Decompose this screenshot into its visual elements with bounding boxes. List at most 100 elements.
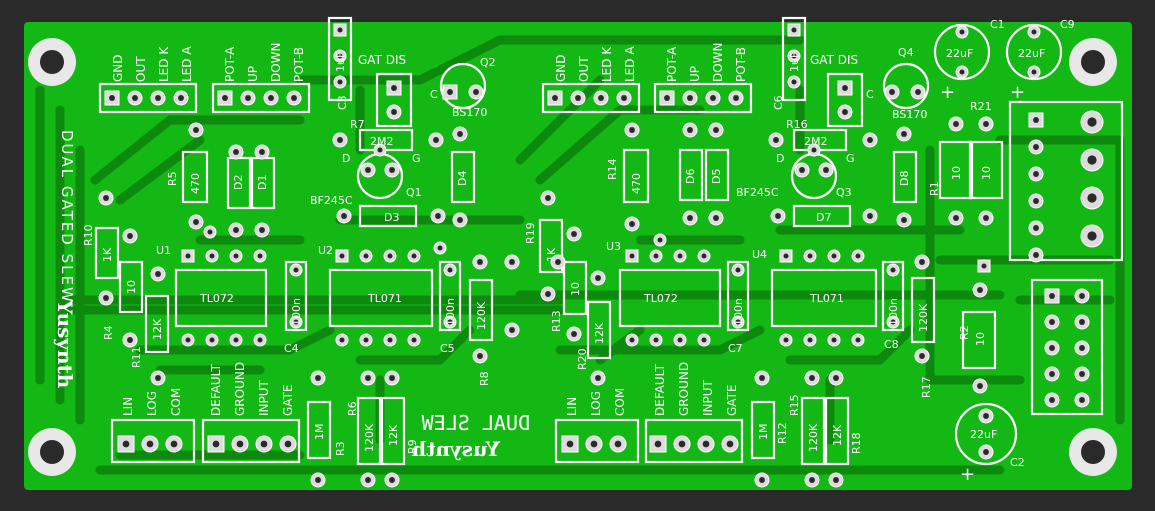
pad-hole (259, 149, 265, 155)
pad-hole (1079, 397, 1085, 403)
pad-hole (654, 440, 662, 448)
pad-hole (773, 137, 779, 143)
pad-hole (447, 319, 453, 325)
pad-hole (433, 137, 439, 143)
pad-hole (855, 253, 861, 259)
r18-label: R18 (850, 432, 863, 454)
pad-hole (595, 275, 601, 281)
pad-hole (545, 195, 551, 201)
val-c4: 100n (290, 298, 303, 326)
pad-hole (809, 477, 815, 483)
pad-hole (983, 449, 989, 455)
val-r18: 12K (831, 424, 844, 446)
pad-hole (132, 95, 138, 101)
pad-hole (713, 215, 719, 221)
pad-hole (315, 375, 321, 381)
pad-hole (807, 253, 813, 259)
q2-c: C (430, 88, 438, 101)
label-gnd-2: GND (554, 54, 568, 82)
r2-label: R2 (958, 325, 971, 340)
q3-g: G (846, 152, 855, 165)
val-c2: 22uF (970, 428, 997, 441)
label-down-2: DOWN (711, 42, 725, 82)
pad-hole (363, 337, 369, 343)
pad-hole (315, 477, 321, 483)
pad-hole (889, 89, 895, 95)
pad-hole (614, 440, 622, 448)
pad-hole (783, 253, 789, 259)
val-r3: 1M (313, 424, 326, 441)
q2-label: Q2 (480, 56, 496, 69)
val-r7: 2M2 (370, 135, 394, 148)
pad-hole (170, 440, 178, 448)
val-r11: 12K (151, 318, 164, 340)
label-leda-1: LED A (180, 46, 194, 82)
r4-label: R4 (102, 325, 115, 340)
plus-c2: + (960, 464, 975, 485)
pad-hole (664, 95, 670, 101)
pad-hole (735, 319, 741, 325)
r16-label: R16 (786, 118, 808, 131)
pad-hole (566, 440, 574, 448)
pad-hole (122, 440, 130, 448)
pad-hole (901, 131, 907, 137)
u4-value: TL071 (809, 292, 844, 305)
pad-hole (293, 267, 299, 273)
u4-label: U4 (752, 248, 767, 261)
c2-label: C2 (1010, 456, 1025, 469)
pad-hole (193, 127, 199, 133)
pad-hole (207, 229, 213, 235)
pad-hole (687, 127, 693, 133)
val-c8: 100n (887, 298, 900, 326)
pad-hole (1033, 252, 1039, 258)
val-r15: 120K (807, 423, 820, 452)
pad-hole (726, 440, 734, 448)
r9-label: R9 (406, 439, 419, 454)
pad-hole (389, 167, 395, 173)
plus-c9: + (1010, 82, 1025, 103)
c9-label: C9 (1060, 18, 1075, 31)
pad-hole (337, 27, 343, 33)
pad-hole (391, 109, 397, 115)
pad-hole (387, 253, 393, 259)
bf245c-2: BF245C (736, 186, 779, 199)
val-r17: 120K (917, 303, 930, 332)
label-default-2: DEFAULT (653, 363, 667, 416)
pad-hole (977, 383, 983, 389)
pad-hole (389, 375, 395, 381)
pad-hole (1033, 198, 1039, 204)
val-r2: 10 (974, 332, 987, 346)
label-default-1: DEFAULT (209, 363, 223, 416)
label-ground-2: GROUND (677, 362, 691, 416)
u1-value: TL072 (199, 292, 234, 305)
val-r5: 470 (189, 173, 202, 194)
val-r16: 2M2 (804, 135, 828, 148)
c4-label: C4 (284, 342, 299, 355)
val-r14: 470 (630, 173, 643, 194)
pad-hole (377, 147, 383, 153)
pad-hole (509, 327, 515, 333)
r12-label: R12 (776, 422, 789, 444)
pad-hole (1033, 225, 1039, 231)
val-r19: 1K (545, 247, 558, 262)
pad-hole (284, 440, 292, 448)
pad-hole (1079, 319, 1085, 325)
q4-label: Q4 (898, 46, 914, 59)
label-input-1: INPUT (257, 379, 271, 416)
pad-hole (842, 85, 848, 91)
label-leda-2: LED A (623, 46, 637, 82)
d7-label: D7 (816, 211, 831, 224)
pad-hole (339, 253, 345, 259)
pad-hole (977, 287, 983, 293)
r3-label: R3 (334, 441, 347, 456)
mirror-title: DUAL SLEW (421, 411, 530, 435)
pad-hole (178, 95, 184, 101)
val-r1: 10 (950, 166, 963, 180)
pad-hole (185, 253, 191, 259)
pad-hole (759, 477, 765, 483)
pad-hole (687, 215, 693, 221)
d3-label: D3 (384, 211, 399, 224)
d1-label: D1 (256, 175, 269, 190)
pad-hole (293, 319, 299, 325)
label-input-2: INPUT (701, 379, 715, 416)
